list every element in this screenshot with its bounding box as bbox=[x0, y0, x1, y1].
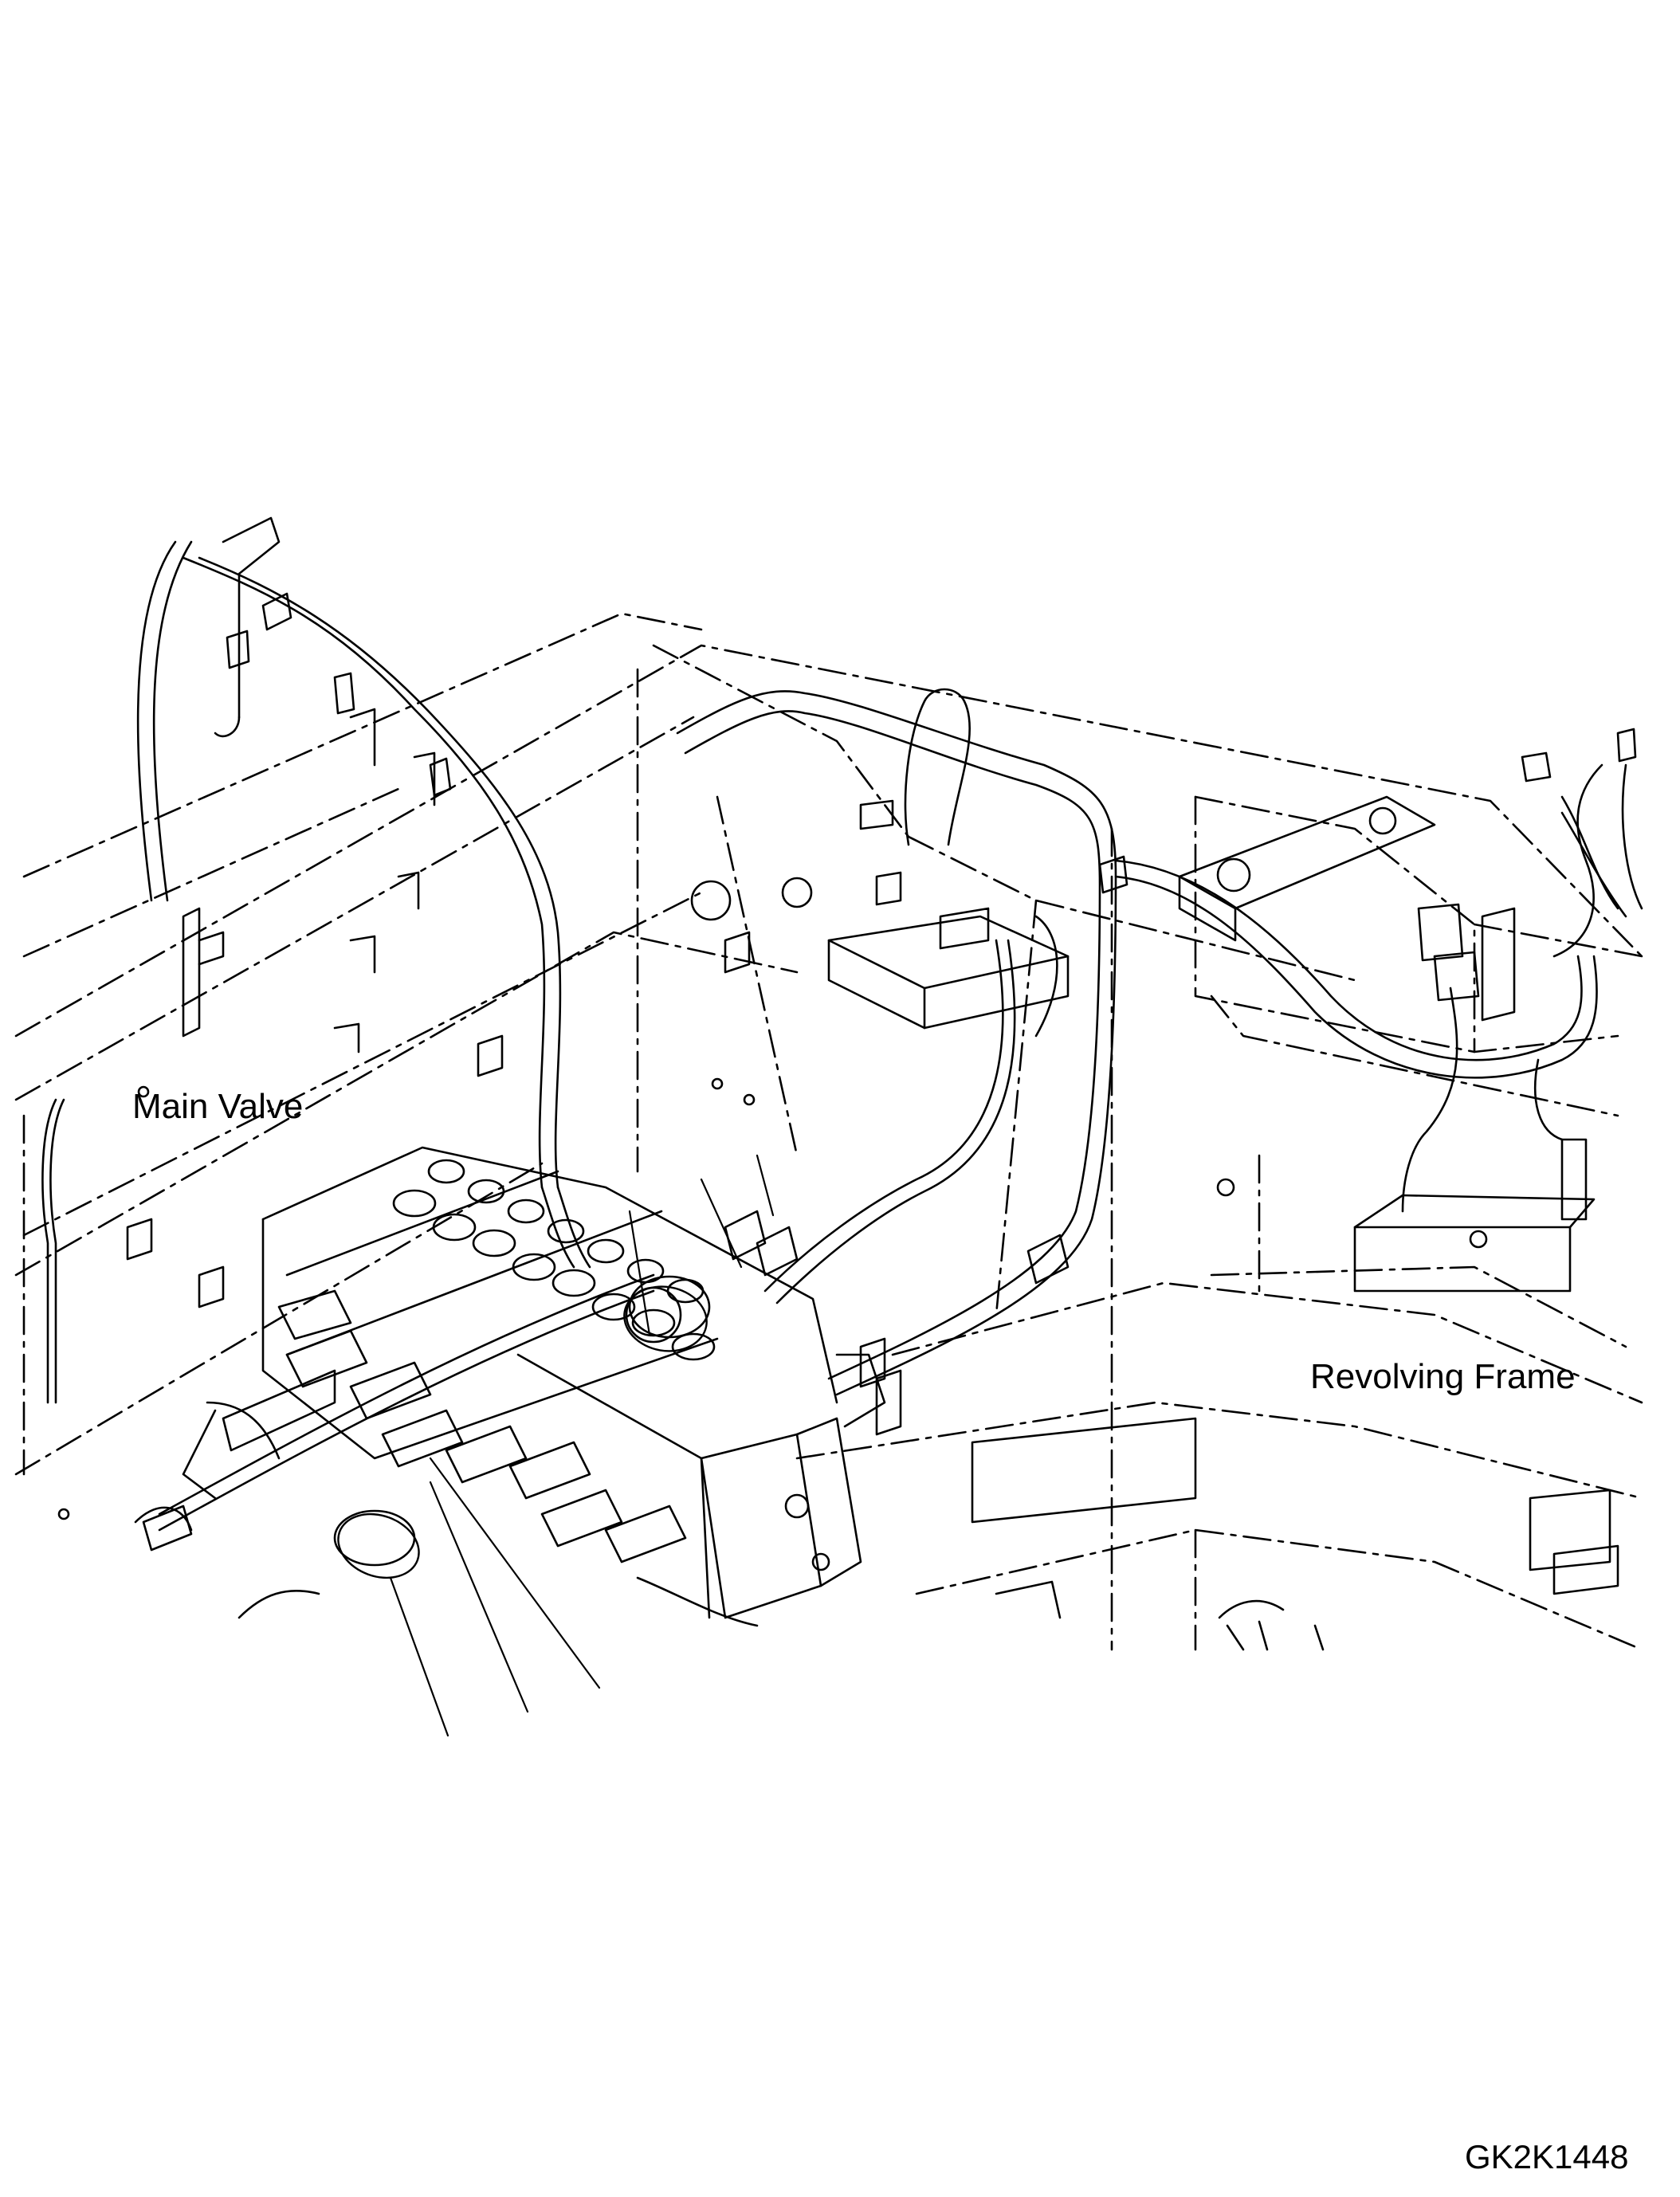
frame-details bbox=[57, 795, 1619, 1595]
detail-loops bbox=[337, 1285, 708, 1579]
wiring-harness bbox=[41, 540, 1643, 1552]
callout-leader-lines bbox=[389, 1154, 775, 1737]
harness-clamps bbox=[182, 516, 1637, 1285]
main-valve-label: Main Valve bbox=[132, 1087, 304, 1126]
revolving-frame-label: Revolving Frame bbox=[1310, 1357, 1576, 1396]
drawing-number: GK2K1448 bbox=[1465, 2138, 1629, 2175]
revolving-frame-outline bbox=[14, 612, 1643, 1651]
lower-frame-details bbox=[134, 1506, 1285, 1651]
main-valve-assembly bbox=[182, 1146, 902, 1627]
